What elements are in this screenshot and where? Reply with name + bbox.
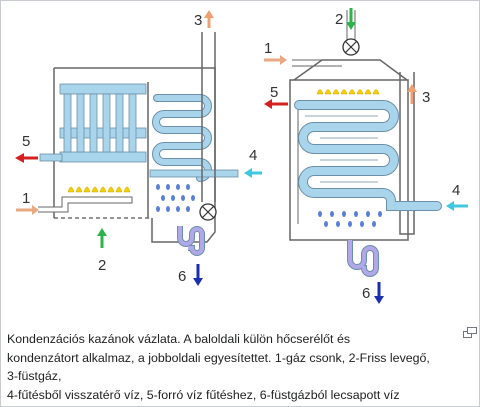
left-label-5: 5 [22, 133, 30, 150]
left-arrow-hot-water [15, 153, 38, 163]
right-condensate-drops [318, 211, 382, 227]
left-flue-pipe [201, 32, 216, 202]
right-label-2: 2 [335, 11, 343, 28]
right-arrow-return-water [446, 201, 468, 211]
right-label-4: 4 [452, 182, 460, 199]
left-label-1: 1 [22, 190, 30, 207]
right-label-3: 3 [422, 89, 430, 106]
caption-line: 4-fűtésből visszatérő víz, 5-forró víz f… [7, 387, 400, 402]
boiler-diagram: 1 2 3 4 5 6 [15, 8, 468, 304]
right-gas-pipe [292, 59, 342, 67]
left-label-2: 2 [98, 257, 106, 274]
caption-line: kondenzátort alkalmaz, a jobboldali egye… [7, 350, 430, 365]
right-label-5: 5 [270, 84, 278, 101]
enlarge-icon[interactable] [463, 327, 477, 339]
right-fan-icon [342, 38, 360, 56]
left-condenser-coil [149, 94, 239, 182]
right-boiler: 1 2 3 4 5 6 [264, 8, 468, 304]
left-boiler: 1 2 3 4 5 6 [15, 10, 262, 286]
left-arrow-flue-gas [204, 10, 214, 28]
right-arrow-gas [264, 55, 287, 65]
left-condensate-drops [156, 184, 195, 212]
right-boiler-hood [293, 59, 408, 81]
right-burner-flames [316, 89, 380, 95]
right-arrow-hot-water [264, 99, 288, 109]
left-arrow-gas [16, 205, 39, 215]
left-burner-gas-pipe [38, 196, 133, 213]
caption-line: 3-füstgáz, [7, 369, 62, 383]
left-label-6: 6 [178, 268, 186, 285]
right-arrow-flue-gas [407, 84, 417, 104]
left-boiler-casing [54, 67, 216, 243]
right-arrow-condensate [374, 282, 384, 304]
left-fan-icon [199, 203, 217, 221]
left-arrow-fresh-air [97, 228, 107, 248]
right-air-duct [346, 10, 356, 40]
left-heat-exchanger [39, 83, 147, 163]
left-arrow-return-water [244, 168, 262, 178]
right-flue-pipe [399, 72, 415, 235]
right-arrow-fresh-air [346, 8, 356, 30]
left-burner-flames [67, 186, 131, 193]
left-arrow-condensate [193, 264, 203, 286]
right-label-6: 6 [362, 285, 370, 302]
right-label-1: 1 [264, 40, 272, 57]
left-label-4: 4 [249, 147, 257, 164]
right-coil [294, 100, 442, 211]
left-label-3: 3 [194, 12, 202, 29]
caption-line: Kondenzációs kazánok vázlata. A baloldal… [7, 332, 351, 346]
figure-caption: Kondenzációs kazánok vázlata. A baloldal… [7, 330, 459, 404]
